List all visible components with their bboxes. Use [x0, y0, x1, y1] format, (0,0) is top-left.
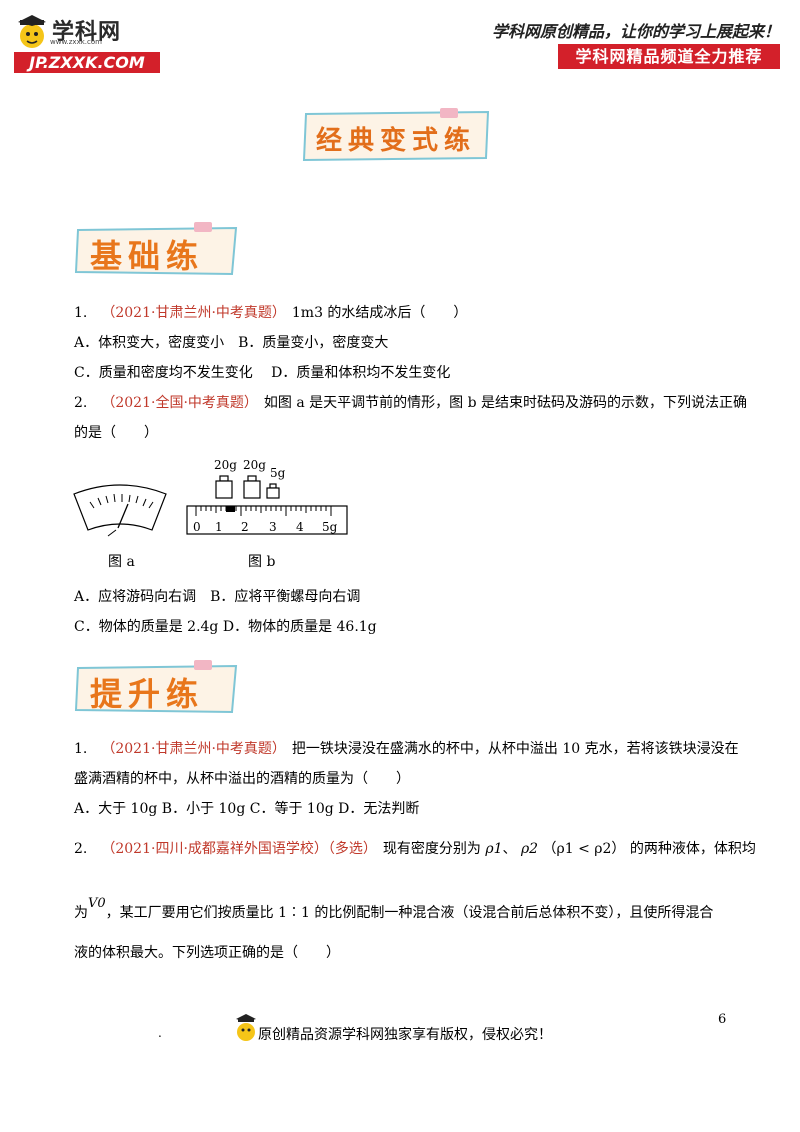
scale-tick: 0 [193, 520, 201, 534]
rider-marker [226, 506, 235, 512]
v0-symbol: V0 [88, 896, 106, 911]
mascot-icon [18, 15, 46, 48]
question-stem: 1m3 的水结成冰后（ ） [291, 305, 468, 321]
weight-label: 20g [243, 458, 266, 472]
balance-dial-figure [73, 484, 167, 537]
banner-frame-icon [74, 222, 238, 276]
site-logo[interactable]: 学科网 www.zxxk.com JP.ZXXK.COM [14, 14, 160, 74]
figure-b-caption: 图 b [248, 554, 276, 570]
question-stem-cont: 为V0，某工厂要用它们按质量比 1∶1 的比例配制一种混合液（设混合前后总体积不… [74, 896, 714, 922]
rho2-symbol: ρ2 [520, 841, 539, 857]
banner-frame-icon [74, 660, 238, 714]
separator: 、 [502, 841, 517, 857]
logo-url: www.zxxk.com [50, 38, 102, 46]
question-stem-cont: 液的体积最大。下列选项正确的是（ ） [74, 945, 340, 961]
q3-options: A．大于 10g B．小于 10g C．等于 10g D．无法判断 [74, 801, 420, 817]
density-condition: （ρ1 < ρ2） [542, 841, 626, 857]
question-number: 1. [74, 741, 88, 757]
question-stem: 如图 a 是天平调节前的情形，图 b 是结束时砝码及游码的示数，下列说法正确 [263, 395, 747, 411]
figure-a-caption: 图 a [108, 554, 135, 570]
logo-text: 学科网 [52, 20, 122, 45]
footer-copyright: 原创精品资源学科网独家享有版权，侵权必究！ [258, 1027, 552, 1043]
question-stem-cont: 盛满酒精的杯中，从杯中溢出的酒精的质量为（ ） [74, 771, 410, 787]
q2-options-cd: C．物体的质量是 2.4g D．物体的质量是 46.1g [74, 619, 377, 635]
section-banner-basic: 基础练 [72, 222, 242, 278]
q1-options-ab: A．体积变大，密度变小 B．质量变小，密度变大 [74, 335, 389, 351]
q2-options-ab: A．应将游码向右调 B．应将平衡螺母向右调 [74, 589, 361, 605]
scale-tick: 3 [269, 520, 277, 534]
scale-tick: 4 [296, 520, 304, 534]
stem-prefix: 为 [74, 905, 88, 921]
question-1-advanced: 1. （2021·甘肃兰州·中考真题） 把一铁块浸没在盛满水的杯中，从杯中溢出 10… [74, 738, 739, 758]
banner-frame-icon [302, 108, 490, 162]
question-stem: 把一铁块浸没在盛满水的杯中，从杯中溢出 10 克水，若将该铁块浸没在 [291, 741, 739, 757]
section-banner-advanced: 提升练 [72, 660, 242, 716]
page-number: 6 [718, 1012, 727, 1027]
footer-dot: . [158, 1026, 162, 1040]
slogan-bar: 学科网精品频道全力推荐 [558, 44, 780, 69]
question-2-basic: 2. （2021·全国·中考真题） 如图 a 是天平调节前的情形，图 b 是结束时砝… [74, 392, 747, 412]
question-source: （2021·甘肃兰州·中考真题） [101, 741, 286, 757]
question-stem-cont: 的是（ ） [74, 425, 158, 441]
question-source: （2021·全国·中考真题） [101, 395, 258, 411]
slogan: 学科网原创精品，让你的学习上展起来！ [491, 22, 780, 41]
main-banner: 经典变式练 [300, 108, 494, 162]
q1-options-cd: C．质量和密度均不发生变化 D．质量和体积均不发生变化 [74, 365, 451, 381]
scale-tick: 1 [215, 520, 223, 534]
weights-icon [215, 475, 280, 499]
mascot-icon [236, 1014, 256, 1041]
scale-tick: 5g [322, 520, 338, 534]
question-number: 1. [74, 305, 88, 321]
rho1-symbol: ρ1 [485, 841, 503, 857]
scale-tick: 2 [241, 520, 249, 534]
weight-label: 20g [214, 458, 237, 472]
question-source: （2021·甘肃兰州·中考真题） [101, 305, 286, 321]
question-1-basic: 1. （2021·甘肃兰州·中考真题） 1m3 的水结成冰后（ ） [74, 302, 467, 322]
rider-scale-ruler [186, 505, 348, 535]
logo-bar: JP.ZXXK.COM [14, 52, 160, 73]
main-banner-title: 经典变式练 [316, 126, 477, 156]
question-2-advanced: 2.（2021·四川·成都嘉祥外国语学校）（多选）现有密度分别为 ρ1、 ρ2 … [74, 838, 756, 858]
section-title-basic: 基础练 [90, 237, 205, 275]
section-title-advanced: 提升练 [90, 675, 205, 713]
question-number: 2. [74, 395, 88, 411]
question-source: （2021·四川·成都嘉祥外国语学校）（多选） [101, 841, 377, 857]
weight-label: 5g [270, 466, 286, 480]
question-stem-tail: 的两种液体，体积均 [629, 841, 756, 857]
stem-body: ，某工厂要用它们按质量比 1∶1 的比例配制一种混合液（设混合前后总体积不变），… [105, 905, 714, 921]
question-number: 2. [74, 841, 88, 857]
question-stem: 现有密度分别为 [382, 841, 481, 857]
